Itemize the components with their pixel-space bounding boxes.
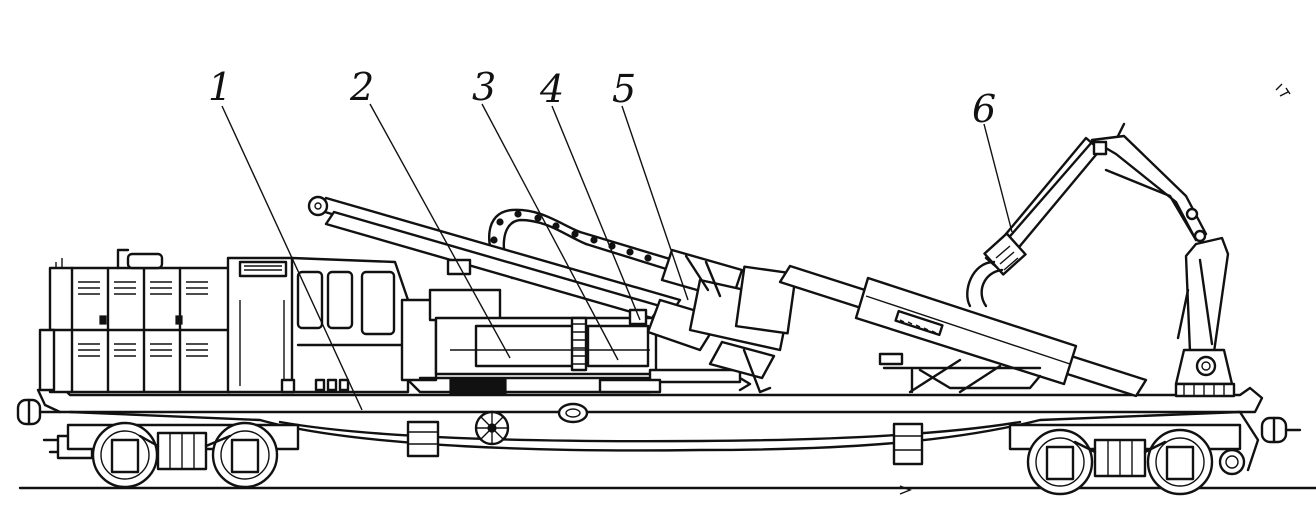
feed-mast-rear [307, 195, 682, 326]
drive-assembly [400, 288, 752, 395]
ground-line [18, 485, 1316, 495]
operator-cabin [226, 256, 410, 394]
left-bogie [66, 421, 300, 489]
leader-lines [221, 103, 1013, 411]
right-buffer [1218, 410, 1302, 476]
feed-mast-front [778, 264, 1148, 398]
callout-label-4: 4 [539, 67, 564, 111]
callout-label-2: 2 [349, 65, 374, 109]
callout-label-1: 1 [208, 65, 232, 109]
right-bogie [1008, 423, 1242, 496]
scan-speck [1275, 83, 1291, 97]
crane-boom [966, 122, 1236, 398]
drill-head [646, 248, 798, 394]
power-unit-housing [38, 248, 232, 394]
callout-label-3: 3 [472, 65, 496, 109]
callout-label-6: 6 [972, 87, 996, 131]
callout-label-5: 5 [612, 67, 636, 111]
